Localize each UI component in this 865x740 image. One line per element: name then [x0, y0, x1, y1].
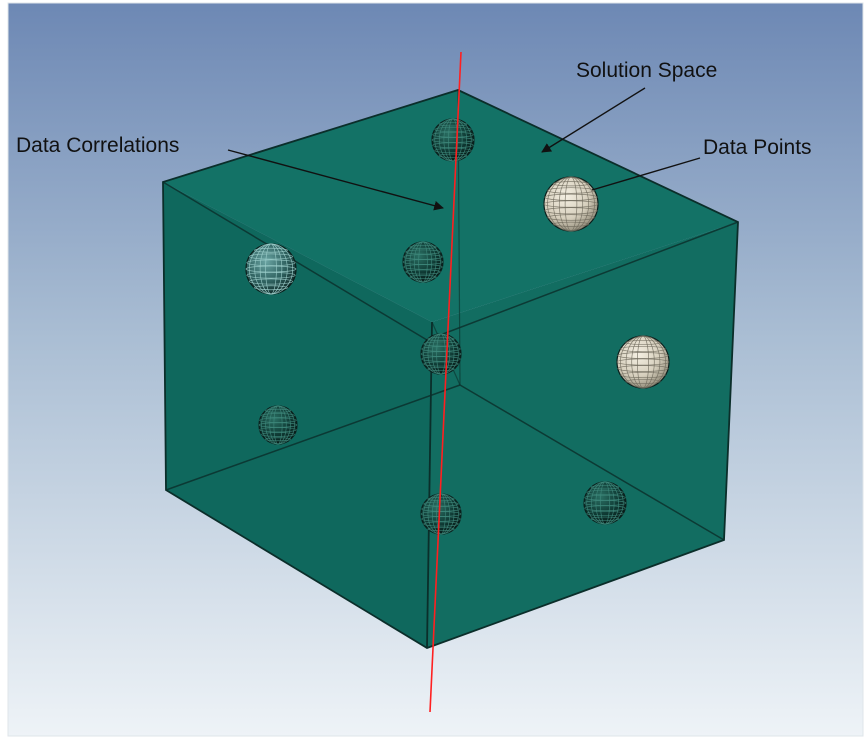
- solution-space-arrow: [541, 87, 646, 153]
- data-point-sphere: [420, 333, 462, 375]
- data-point-sphere: [402, 241, 444, 283]
- highlighted-data-point-sphere: [543, 176, 599, 232]
- data-points-group: [245, 118, 670, 535]
- data-points-label: Data Points: [703, 136, 812, 159]
- data-point-sphere: [431, 118, 475, 162]
- cube-left-face: [163, 182, 432, 648]
- cube-inner-edge: [459, 384, 725, 541]
- viewport-border: [7, 2, 864, 737]
- cube-top-face: [163, 90, 738, 322]
- solution-space-label: Solution Space: [576, 59, 717, 82]
- cube-right-face: [427, 222, 738, 648]
- data-points-pointer: [591, 157, 701, 191]
- data-correlations-arrow: [227, 149, 444, 211]
- data-correlations-label: Data Correlations: [16, 134, 179, 157]
- data-point-sphere: [245, 243, 297, 295]
- data-point-sphere: [583, 481, 627, 525]
- data-correlation-line: [429, 51, 462, 713]
- highlighted-data-point-sphere: [616, 335, 670, 389]
- cube-inner-edge: [426, 221, 739, 341]
- data-point-sphere: [258, 405, 298, 445]
- data-point-sphere: [420, 493, 462, 535]
- cube-front-edge: [426, 321, 433, 649]
- cube-inner-edge: [165, 384, 461, 491]
